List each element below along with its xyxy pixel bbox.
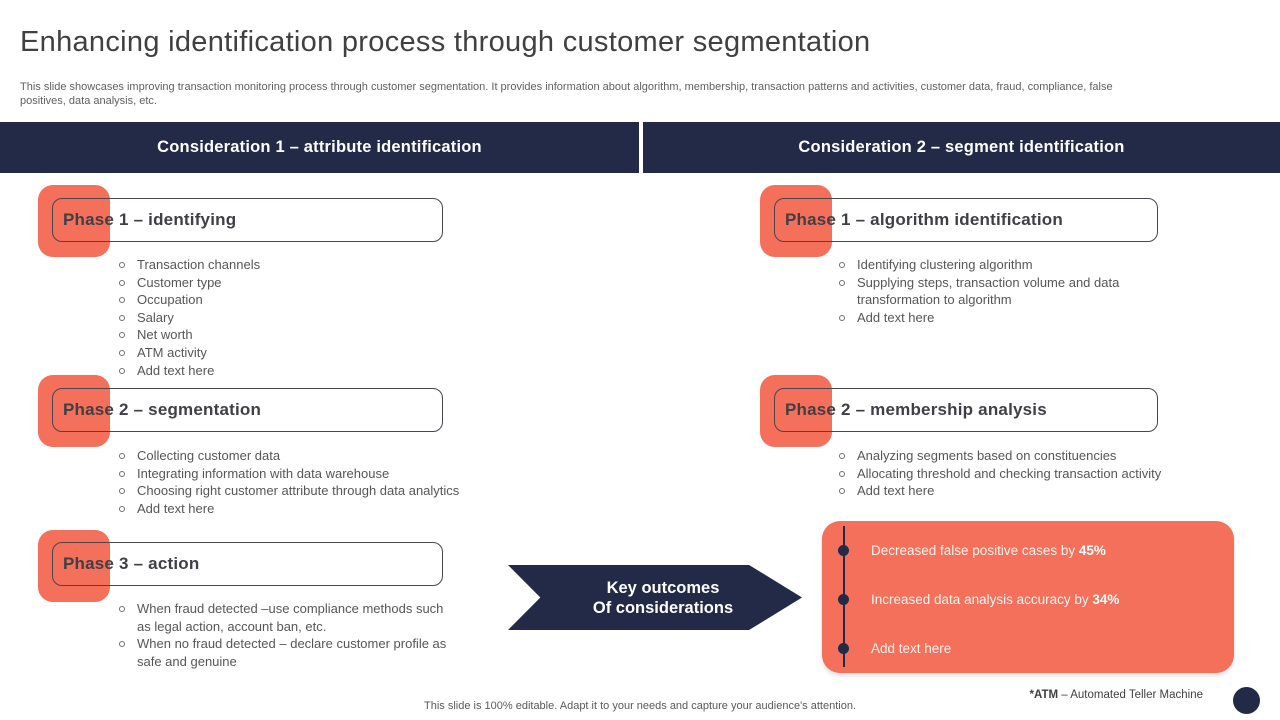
circle-bullet-icon — [119, 367, 125, 374]
circle-bullet-icon — [839, 488, 845, 495]
bullet-item: Salary — [119, 309, 509, 327]
phase-title: Phase 1 – identifying — [63, 210, 237, 229]
circle-bullet-icon — [839, 470, 845, 477]
bullet-item: Analyzing segments based on constituenci… — [839, 447, 1214, 465]
key-outcomes-label-line1: Key outcomes — [606, 578, 720, 597]
key-outcomes-arrow-banner: Key outcomes Of considerations — [508, 565, 802, 630]
bullet-item: Choosing right customer attribute throug… — [119, 482, 519, 500]
outcome-item: Decreased false positive cases by 45% — [838, 543, 1224, 558]
algorithm-bullet-list: Identifying clustering algorithm Supplyi… — [839, 256, 1124, 326]
bullet-item: When fraud detected –use compliance meth… — [119, 600, 459, 635]
bullet-item: ATM activity — [119, 344, 509, 362]
outcome-item: Add text here — [838, 641, 1224, 656]
circle-bullet-icon — [119, 453, 125, 459]
outcome-text: Add text here — [871, 641, 952, 656]
bullet-item: Allocating threshold and checking transa… — [839, 465, 1214, 483]
editable-note: This slide is 100% editable. Adapt it to… — [424, 700, 856, 712]
phase-1-bullet-list: Transaction channels Customer type Occup… — [119, 256, 509, 379]
page-title: Enhancing identification process through… — [20, 26, 871, 58]
bullet-item: Collecting customer data — [119, 447, 519, 465]
phase-accent-square — [38, 375, 110, 447]
circle-bullet-icon — [839, 279, 845, 286]
atm-footnote: *ATM – Automated Teller Machine — [1030, 689, 1203, 701]
outcome-text: Decreased false positive cases by 45% — [871, 543, 1106, 558]
outcome-text: Increased data analysis accuracy by 34% — [871, 592, 1120, 607]
dot-bullet-icon — [838, 643, 849, 654]
phase-3-action-box: Phase 3 – action — [52, 542, 443, 586]
bullet-item: Integrating information with data wareho… — [119, 465, 519, 483]
outcome-value: 45% — [1078, 543, 1106, 558]
phase-title: Phase 2 – segmentation — [63, 400, 262, 419]
dot-bullet-icon — [838, 545, 849, 556]
outcome-value: 34% — [1092, 592, 1120, 607]
phase-accent-square — [38, 185, 110, 257]
membership-bullet-list: Analyzing segments based on constituenci… — [839, 447, 1214, 500]
corner-circle-decoration — [1233, 687, 1260, 714]
circle-bullet-icon — [119, 488, 125, 495]
dot-bullet-icon — [838, 594, 849, 605]
circle-bullet-icon — [119, 332, 125, 339]
phase-2-bullet-list: Collecting customer data Integrating inf… — [119, 447, 519, 517]
circle-bullet-icon — [839, 453, 845, 459]
phase-3-bullet-list: When fraud detected –use compliance meth… — [119, 600, 459, 670]
bullet-item: Customer type — [119, 274, 509, 292]
circle-bullet-icon — [119, 606, 125, 612]
consideration-2-header-bar: Consideration 2 – segment identification — [643, 122, 1280, 173]
circle-bullet-icon — [119, 297, 125, 304]
slide-subtitle: This slide showcases improving transacti… — [20, 81, 1113, 107]
circle-bullet-icon — [119, 641, 125, 648]
atm-abbreviation: *ATM — [1029, 689, 1059, 701]
consideration-1-header-label: Consideration 1 – attribute identificati… — [157, 138, 482, 156]
phase-1-algorithm-identification-box: Phase 1 – algorithm identification — [774, 198, 1158, 242]
phase-2-membership-analysis-box: Phase 2 – membership analysis — [774, 388, 1158, 432]
circle-bullet-icon — [119, 262, 125, 268]
bullet-item: Add text here — [839, 482, 1214, 500]
phase-accent-square — [760, 375, 832, 447]
key-outcomes-panel: Decreased false positive cases by 45% In… — [822, 521, 1234, 673]
circle-bullet-icon — [119, 505, 125, 512]
phase-1-identifying-box: Phase 1 – identifying — [52, 198, 443, 242]
bullet-item: When no fraud detected – declare custome… — [119, 635, 459, 670]
bullet-item: Add text here — [839, 309, 1124, 327]
bullet-item: Add text here — [119, 500, 519, 518]
atm-definition: – Automated Teller Machine — [1061, 689, 1203, 701]
circle-bullet-icon — [119, 470, 125, 477]
circle-bullet-icon — [839, 314, 845, 321]
outcome-item: Increased data analysis accuracy by 34% — [838, 592, 1224, 607]
circle-bullet-icon — [839, 262, 845, 268]
circle-bullet-icon — [119, 349, 125, 356]
circle-bullet-icon — [119, 314, 125, 321]
phase-title: Phase 2 – membership analysis — [785, 400, 1047, 419]
phase-2-segmentation-box: Phase 2 – segmentation — [52, 388, 443, 432]
bullet-item: Supplying steps, transaction volume and … — [839, 274, 1124, 309]
bullet-item: Net worth — [119, 326, 509, 344]
bullet-item: Identifying clustering algorithm — [839, 256, 1124, 274]
circle-bullet-icon — [119, 279, 125, 286]
bullet-item: Occupation — [119, 291, 509, 309]
bullet-item: Transaction channels — [119, 256, 509, 274]
consideration-2-header-label: Consideration 2 – segment identification — [798, 138, 1125, 156]
phase-title: Phase 3 – action — [63, 554, 200, 573]
phase-accent-square — [760, 185, 832, 257]
bullet-item: Add text here — [119, 362, 509, 380]
phase-title: Phase 1 – algorithm identification — [785, 210, 1063, 229]
consideration-1-header-bar: Consideration 1 – attribute identificati… — [0, 122, 639, 173]
key-outcomes-label-line2: Of considerations — [592, 598, 734, 617]
